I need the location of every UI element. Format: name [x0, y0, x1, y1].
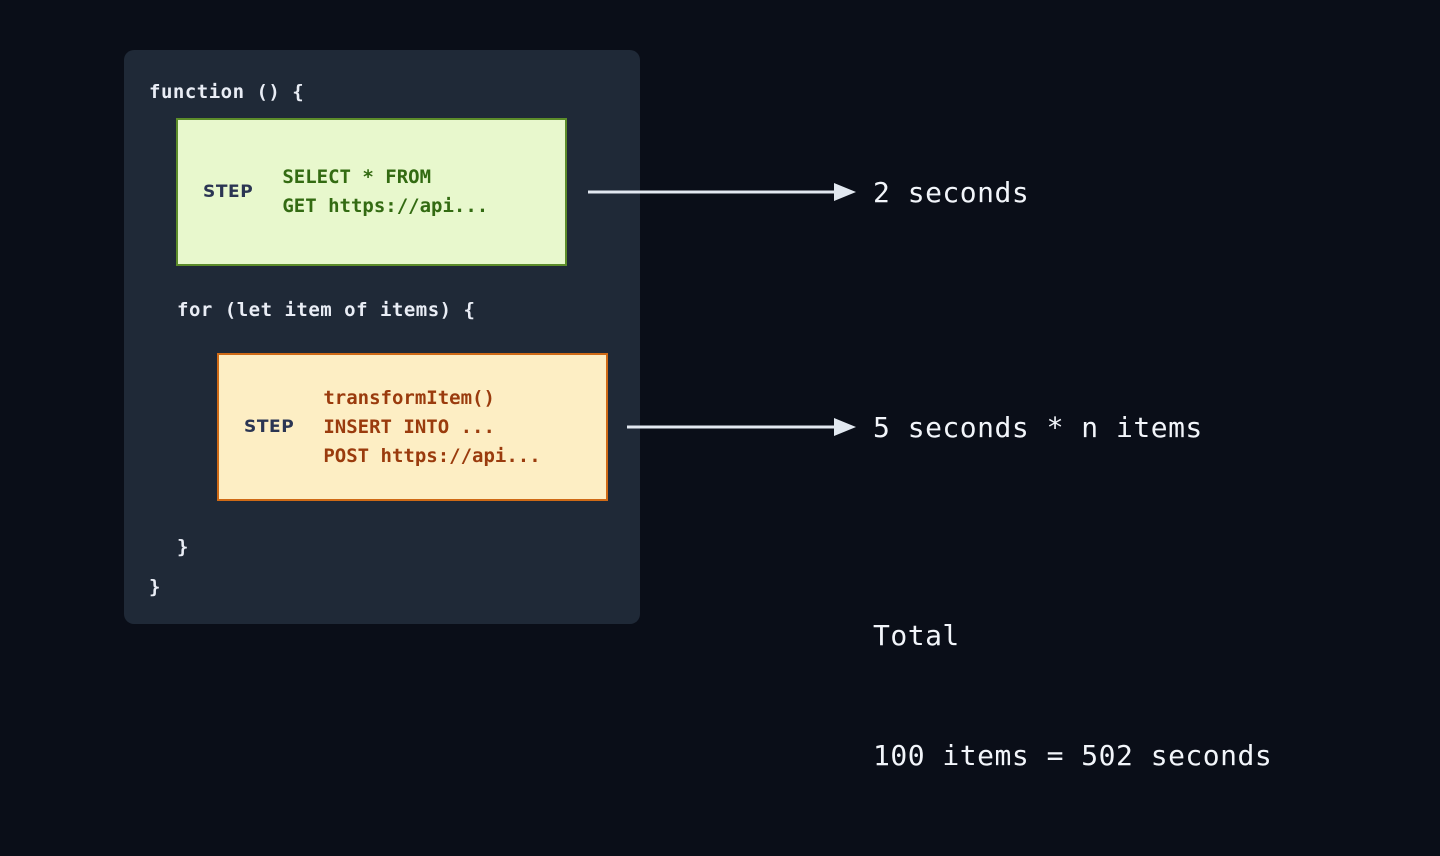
step-code-line: INSERT INTO ... [323, 415, 495, 438]
code-line-function-close: } [149, 576, 161, 598]
step-code-amber: transformItem() INSERT INTO ... POST https… [323, 384, 540, 471]
total-summary: Total 100 items = 502 seconds [873, 536, 1272, 856]
total-equation: 100 items = 502 seconds [873, 739, 1273, 772]
step-tag-label: STEP [244, 417, 295, 437]
step-code-line: SELECT * FROM [282, 166, 432, 188]
step-code-line: GET https://api... [282, 195, 489, 217]
annotation-label-amber: 5 seconds * n items [873, 411, 1203, 444]
step-code-line: POST https://api... [323, 444, 541, 467]
step-box-green: STEP SELECT * FROM GET https://api... [176, 118, 567, 266]
step-code-line: transformItem() [323, 386, 495, 409]
step-box-amber: STEP transformItem() INSERT INTO ... POST … [217, 353, 608, 501]
diagram-canvas: function () { STEP SELECT * FROM GET http… [124, 50, 1272, 772]
annotation-label-green: 2 seconds [873, 176, 1030, 209]
code-line-function-open: function () { [149, 81, 305, 103]
step-code-green: SELECT * FROM GET https://api... [282, 163, 488, 221]
step-tag-label: STEP [203, 182, 254, 202]
arrow-amber-to-label [627, 418, 856, 436]
code-line-for-close: } [177, 536, 189, 558]
arrow-green-to-label [588, 183, 856, 201]
total-heading: Total [873, 619, 960, 652]
code-line-for-open: for (let item of items) { [177, 299, 476, 321]
code-panel: function () { STEP SELECT * FROM GET http… [124, 50, 640, 624]
